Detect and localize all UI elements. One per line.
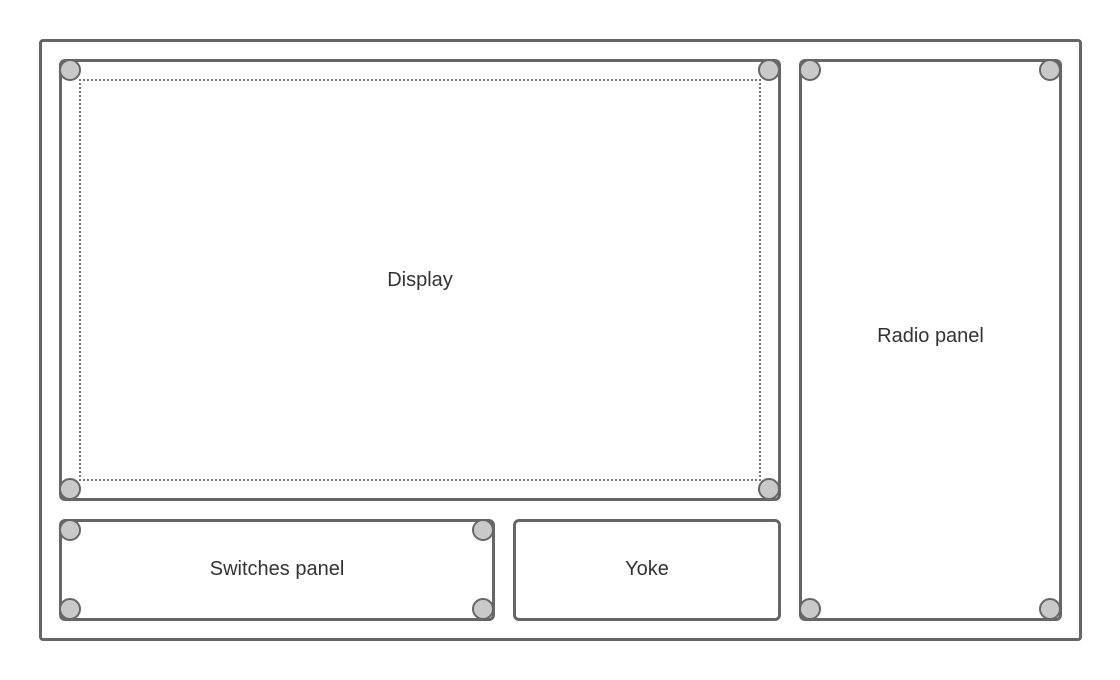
display-screen-area: [79, 79, 761, 481]
screw-icon: [59, 59, 81, 81]
screw-icon: [1039, 59, 1061, 81]
screw-icon: [758, 59, 780, 81]
screw-icon: [758, 478, 780, 500]
switches-panel-label: Switches panel: [209, 558, 345, 580]
screw-icon: [59, 598, 81, 620]
radio-panel-label: Radio panel: [877, 325, 984, 347]
screw-icon: [799, 598, 821, 620]
screw-icon: [799, 59, 821, 81]
switches-panel: Switches panel: [59, 519, 495, 621]
screw-icon: [59, 519, 81, 541]
screw-icon: [472, 519, 494, 541]
display-label: Display: [387, 269, 453, 291]
screw-icon: [59, 478, 81, 500]
screw-icon: [1039, 598, 1061, 620]
display-panel: Display: [59, 59, 781, 501]
yoke-panel: Yoke: [513, 519, 781, 621]
screw-icon: [472, 598, 494, 620]
yoke-label: Yoke: [625, 558, 669, 580]
radio-panel: Radio panel: [799, 59, 1062, 621]
